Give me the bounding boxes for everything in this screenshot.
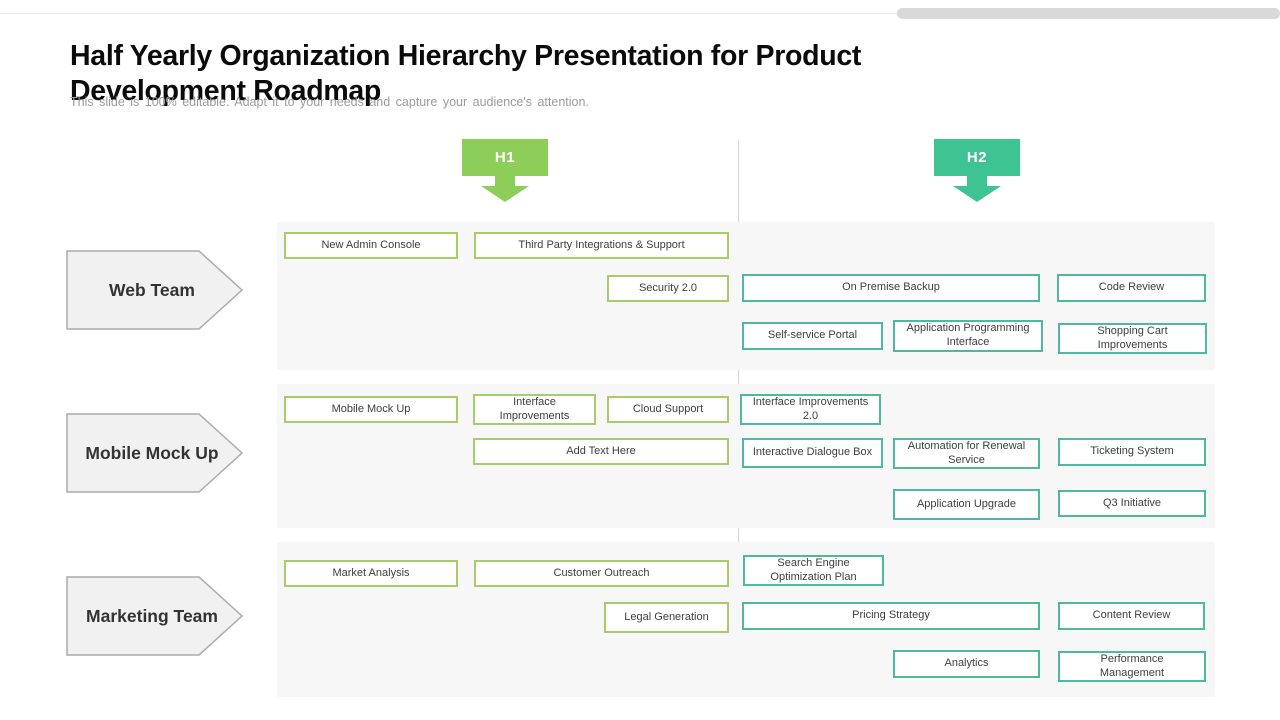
task-box-self-service-portal: Self-service Portal xyxy=(742,322,883,350)
team-arrow-marketing-team: Marketing Team xyxy=(66,576,243,656)
task-box-application-upgrade: Application Upgrade xyxy=(893,489,1040,520)
team-label: Mobile Mock Up xyxy=(85,442,219,463)
chevron-right-shape-icon xyxy=(66,576,243,656)
task-box-interface-improvements: Interface Improvements xyxy=(473,394,596,425)
task-box-pricing-strategy: Pricing Strategy xyxy=(742,602,1040,630)
task-box-application-programming-interface: Application Programming Interface xyxy=(893,320,1043,352)
top-right-bar xyxy=(897,8,1280,19)
task-box-cloud-support: Cloud Support xyxy=(607,396,729,423)
team-label: Marketing Team xyxy=(86,605,218,626)
h2-header-tag: H2 xyxy=(934,139,1020,176)
h1-header-tag: H1 xyxy=(462,139,548,176)
task-box-interactive-dialogue-box: Interactive Dialogue Box xyxy=(742,438,883,468)
task-box-search-engine-optimization-plan: Search Engine Optimization Plan xyxy=(743,555,884,586)
task-box-automation-for-renewal-service: Automation for Renewal Service xyxy=(893,438,1040,469)
chevron-right-shape-icon xyxy=(66,413,243,493)
top-border-line xyxy=(0,13,1280,14)
chevron-right-shape-icon xyxy=(66,250,243,330)
task-box-new-admin-console: New Admin Console xyxy=(284,232,458,259)
task-box-ticketing-system: Ticketing System xyxy=(1058,438,1206,466)
task-box-interface-improvements-2-0: Interface Improvements 2.0 xyxy=(740,394,881,425)
slide-title: Half Yearly Organization Hierarchy Prese… xyxy=(70,40,862,107)
task-box-shopping-cart-improvements: Shopping Cart Improvements xyxy=(1058,323,1207,354)
team-label: Web Team xyxy=(109,279,195,300)
task-box-on-premise-backup: On Premise Backup xyxy=(742,274,1040,302)
team-arrow-web-team: Web Team xyxy=(66,250,243,330)
task-box-security-2-0: Security 2.0 xyxy=(607,275,729,302)
task-box-q3-initiative: Q3 Initiative xyxy=(1058,490,1206,517)
task-box-legal-generation: Legal Generation xyxy=(604,602,729,633)
h2-down-arrow-icon xyxy=(953,176,1001,202)
task-box-performance-management: Performance Management xyxy=(1058,651,1206,682)
h1-down-arrow-icon xyxy=(481,176,529,202)
task-box-third-party-integrations-support: Third Party Integrations & Support xyxy=(474,232,729,259)
task-box-content-review: Content Review xyxy=(1058,602,1205,630)
task-box-analytics: Analytics xyxy=(893,650,1040,678)
slide-subtitle: This slide is 100% editable. Adapt it to… xyxy=(70,95,589,109)
task-box-customer-outreach: Customer Outreach xyxy=(474,560,729,587)
task-box-market-analysis: Market Analysis xyxy=(284,560,458,587)
task-box-add-text-here: Add Text Here xyxy=(473,438,729,465)
team-arrow-mobile-mock-up: Mobile Mock Up xyxy=(66,413,243,493)
task-box-mobile-mock-up: Mobile Mock Up xyxy=(284,396,458,423)
task-box-code-review: Code Review xyxy=(1057,274,1206,302)
